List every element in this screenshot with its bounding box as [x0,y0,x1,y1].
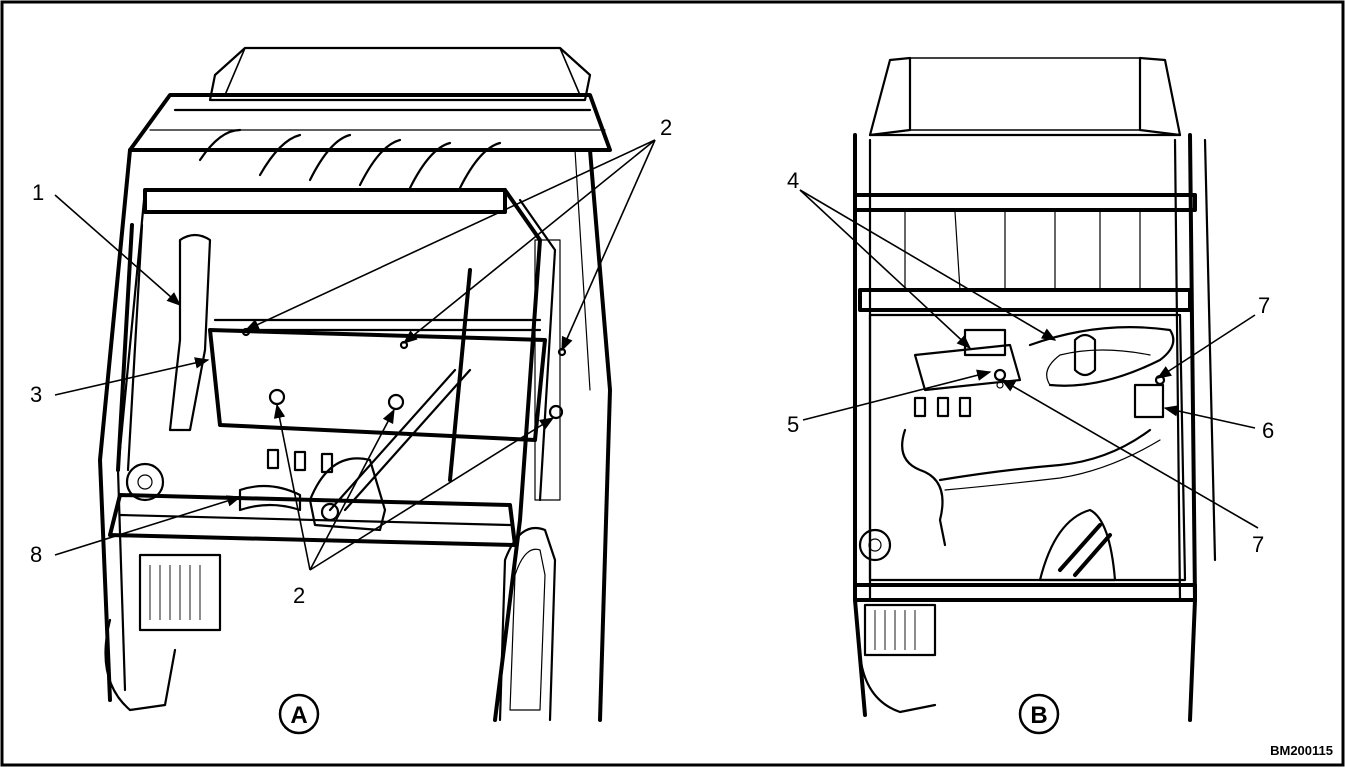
roof-grille-b [909,57,1141,131]
leader-b7-bottom [1000,379,1259,529]
callout-b7-bottom: 7 [1252,532,1264,557]
callout-b7-top: 7 [1258,293,1270,318]
leader-b5 [802,369,992,421]
figure-id: BM200115 [1270,743,1333,758]
callout-b4: 4 [787,168,799,193]
leader-a2-bottom-1 [273,403,311,571]
view-a-label: A [278,693,320,735]
view-a-callouts: 1 2 3 8 2 [30,115,672,608]
callout-b5: 5 [787,412,799,437]
callout-a1: 1 [32,180,44,205]
callout-a8: 8 [30,542,42,567]
leader-a2-top-1 [244,139,656,331]
view-a-drawing [98,46,612,722]
view-b-callouts: 4 5 6 7 7 [787,168,1274,557]
callout-a2-top: 2 [660,115,672,140]
view-b-letter: B [1030,702,1047,729]
leader-b6 [1163,405,1256,429]
leader-a2-bottom-3 [309,417,555,571]
view-a-letter: A [290,702,307,729]
leader-a2-top-2 [402,139,656,344]
leader-a3 [54,357,210,396]
leader-a2-bottom-2 [309,408,395,571]
callout-a3: 3 [30,382,42,407]
callout-b6: 6 [1262,418,1274,443]
view-b-drawing [853,56,1217,722]
view-b-leaders [799,189,1259,529]
leader-a2-top-3 [561,139,656,352]
leader-b4-1 [799,189,972,349]
roof-grille-a [223,47,582,96]
leader-a8 [54,495,242,556]
leader-b7-top [1156,314,1256,379]
leader-a1 [54,194,182,306]
view-a-leaders [54,139,656,571]
leader-b4-2 [799,189,1057,341]
view-b-label: B [1018,693,1060,735]
callout-a2-bottom: 2 [293,583,305,608]
